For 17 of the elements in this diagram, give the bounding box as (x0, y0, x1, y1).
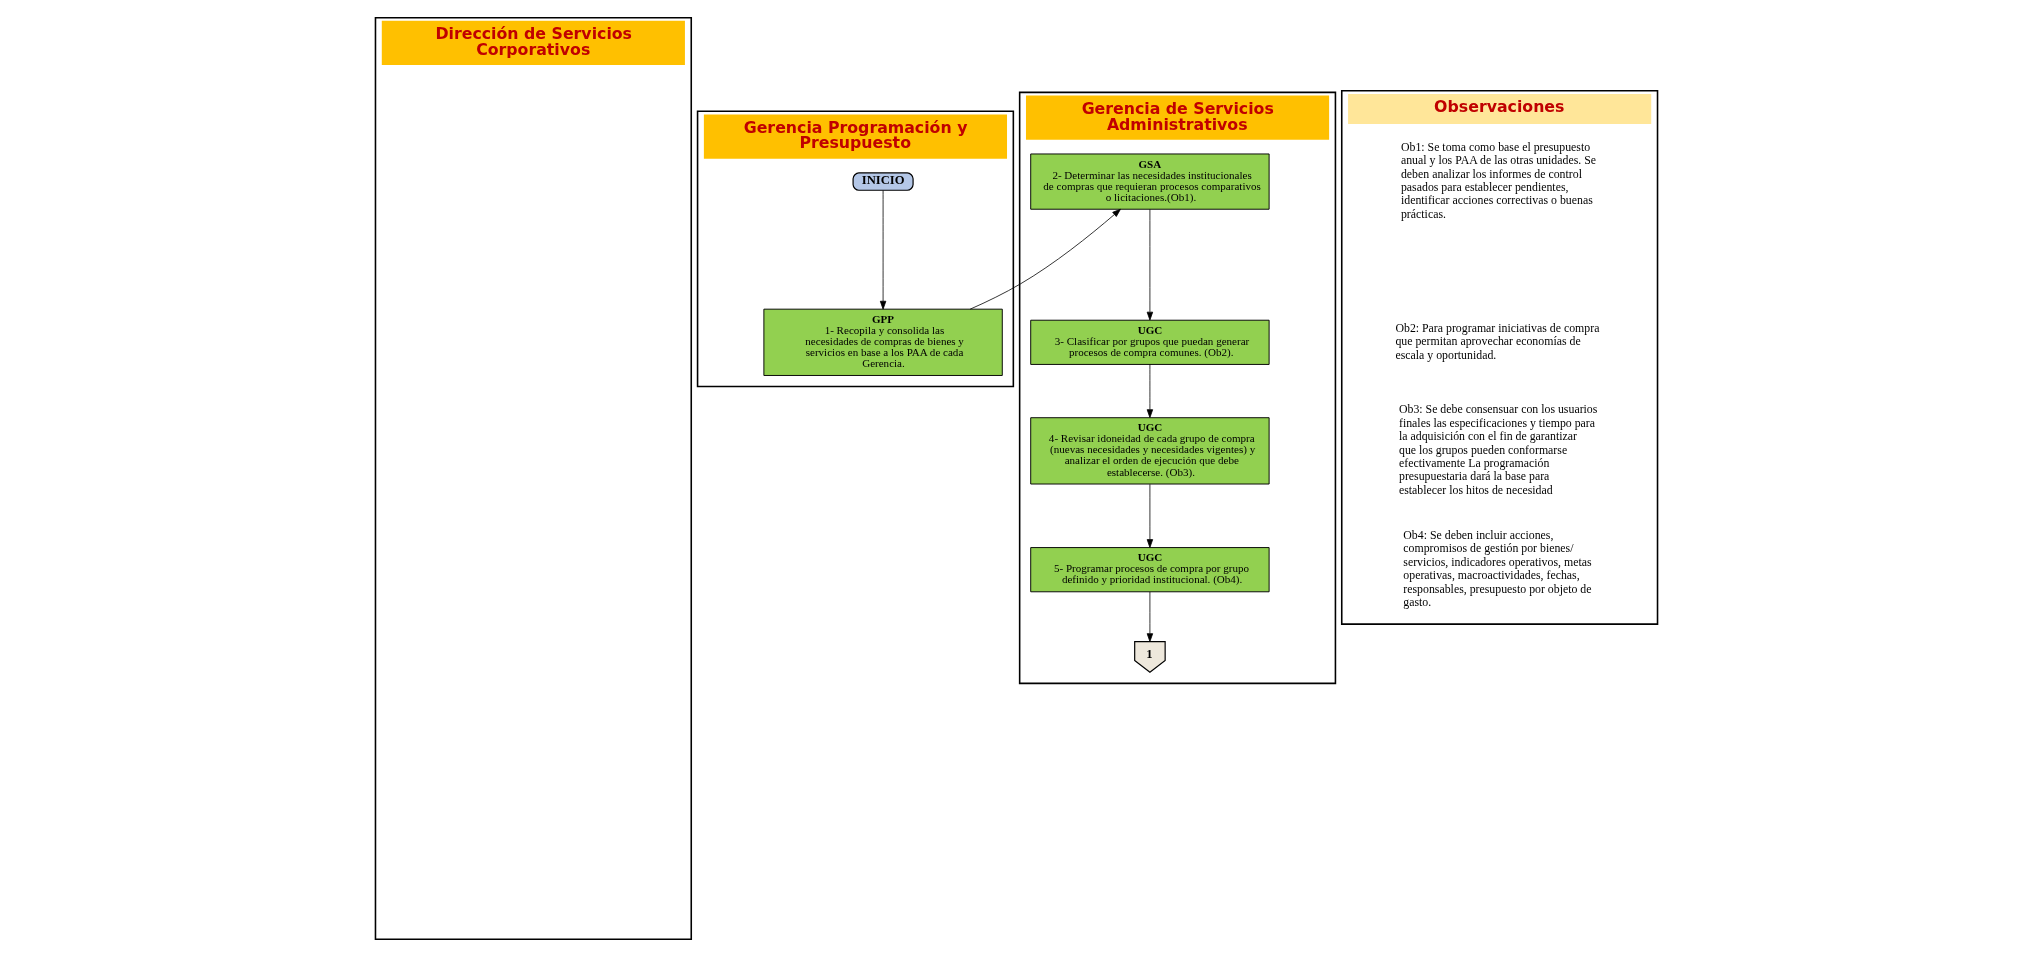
node-box: GSA 2- Determinar las necesidades institucionales de compras que requieran procesos comparativos o licitaciones.(Ob1). (1030, 153, 1270, 210)
node-box: UGC 5- Programar procesos de compra por grupo definido y prioridad institucional. (Ob4). (1030, 547, 1270, 593)
label: Ob2: Para programar iniciativas de compra que permitan aprovechar economías de escala y oportunidad. (1395, 320, 1600, 362)
node-box: UGC 3- Clasificar por grupos que puedan generar procesos de compra comunes. (Ob2). (1030, 319, 1270, 365)
node-box: UGC 4- Revisar idoneidad de cada grupo de compra (nuevas necesidades y necesidades vigentes) y analizar el orden de ejecución que debe establecerse. (Ob3). (1030, 417, 1270, 485)
node-box: Dirección de Servicios Corporativos (374, 16, 693, 941)
node-box: INICIO (852, 172, 914, 191)
label: Ob3: Se debe consensuar con los usuarios finales las especificaciones y tiempo para la adquisición con el fin de garantizar que los grupos pueden conformarse efectivamente La programación presupuestaria dará la base para establecer los hitos de necesidad (1398, 402, 1598, 497)
node-box: GPP 1- Recopila y consolida las necesidades de compras de bienes y servicios en base a los PAA de cada Gerencia. (763, 308, 1003, 376)
arrow (1146, 591, 1154, 642)
arrow (1146, 364, 1154, 418)
arrow (1146, 209, 1154, 321)
label: Ob1: Se toma como base el presupuesto anual y los PAA de las otras unidades. Se deben analizar los informes de control pasados para establecer pendientes, identificar acciones correctivas o buenas prácticas. (1400, 139, 1597, 221)
arrow (879, 190, 887, 310)
arrow (969, 208, 1121, 310)
label: Ob4: Se deben incluir acciones, compromisos de gestión por bienes/ servicios, indicadores operativos, metas operativas, macroactividades, fechas, responsables, presupuesto por objeto de gasto. (1403, 527, 1592, 609)
arrow (1146, 483, 1154, 548)
